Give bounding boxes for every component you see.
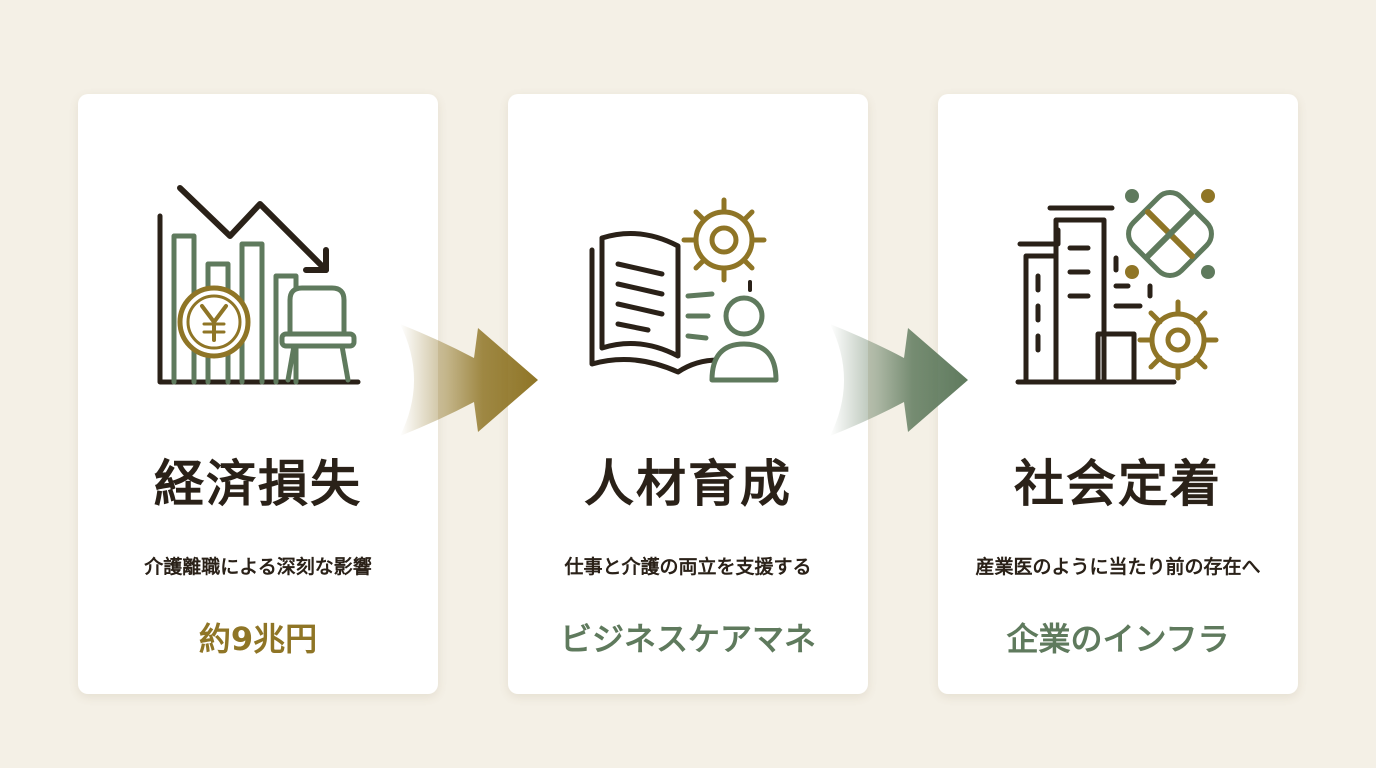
card-title: 人材育成 [584, 454, 792, 513]
card-talent-development: 人材育成 仕事と介護の両立を支援する ビジネスケアマネ [508, 94, 868, 694]
arrow-right-icon [400, 324, 538, 436]
card-highlight: ビジネスケアマネ [559, 620, 816, 658]
card-title: 社会定着 [1014, 454, 1222, 513]
arrow-right-icon [830, 324, 968, 436]
building-gear-network-icon [1015, 189, 1219, 385]
book-gear-person-icon [589, 197, 779, 383]
card-highlight: 約9兆円 [198, 620, 318, 658]
card-title: 経済損失 [154, 454, 362, 513]
downtrend-yen-chair-icon [157, 185, 361, 385]
card-description: 介護離職による深刻な影響 [144, 556, 372, 578]
card-description: 産業医のように当たり前の存在へ [975, 556, 1261, 578]
card-economic-loss: 経済損失 介護離職による深刻な影響 約9兆円 [78, 94, 438, 694]
card-social-adoption: 社会定着 産業医のように当たり前の存在へ 企業のインフラ [938, 94, 1298, 694]
card-description: 仕事と介護の両立を支援する [564, 556, 812, 578]
card-highlight: 企業のインフラ [1006, 620, 1230, 658]
